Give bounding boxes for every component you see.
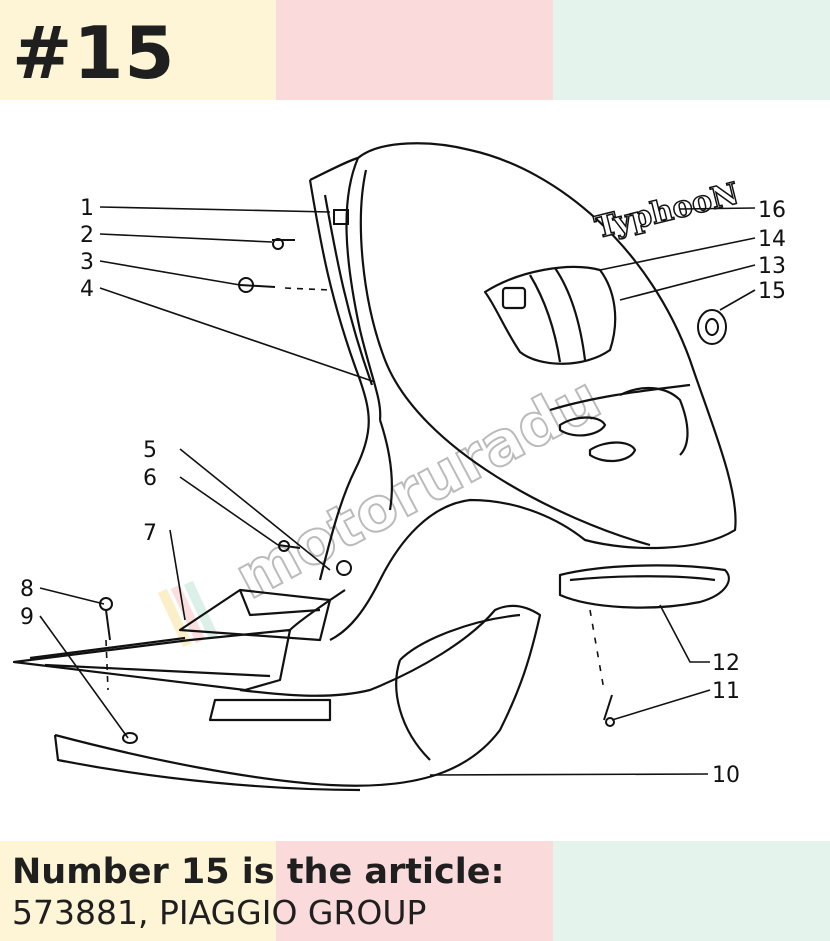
fasteners-drawing [99, 209, 727, 744]
part-number-badge: #15 [12, 11, 176, 95]
callout-1: 1 [80, 196, 94, 221]
callout-9: 9 [20, 605, 34, 630]
callout-15: 15 [758, 279, 786, 304]
watermark-stripes [157, 580, 219, 648]
band-pink [276, 841, 553, 941]
callout-8: 8 [20, 577, 34, 602]
caption-title: Number 15 is the article: [12, 852, 505, 892]
callout-3: 3 [80, 250, 94, 275]
band-mint [553, 841, 830, 941]
callout-2: 2 [80, 223, 94, 248]
callout-6: 6 [143, 466, 157, 491]
callout-10: 10 [712, 763, 740, 788]
exploded-parts-diagram: motoruradu [12, 142, 786, 792]
leg-shield-drawing [308, 142, 737, 641]
callout-7: 7 [143, 521, 157, 546]
band-yellow [0, 0, 276, 100]
callout-4: 4 [80, 277, 94, 302]
callout-16: 16 [758, 198, 786, 223]
watermark-text: motoruradu [224, 363, 612, 613]
bottom-color-band [0, 841, 830, 941]
callout-14: 14 [758, 227, 786, 252]
band-mint [553, 0, 830, 100]
band-pink [276, 0, 553, 100]
band-yellow [0, 841, 276, 941]
callout-13: 13 [758, 254, 786, 279]
top-color-band [0, 0, 830, 100]
callout-12: 12 [712, 651, 740, 676]
callout-5: 5 [143, 438, 157, 463]
callout-11: 11 [712, 679, 740, 704]
brand-logo: TyphooN [591, 176, 742, 245]
floor-panel-drawing [12, 564, 730, 792]
callout-leader-lines [39, 206, 756, 776]
caption-article: 573881, PIAGGIO GROUP [12, 893, 427, 932]
